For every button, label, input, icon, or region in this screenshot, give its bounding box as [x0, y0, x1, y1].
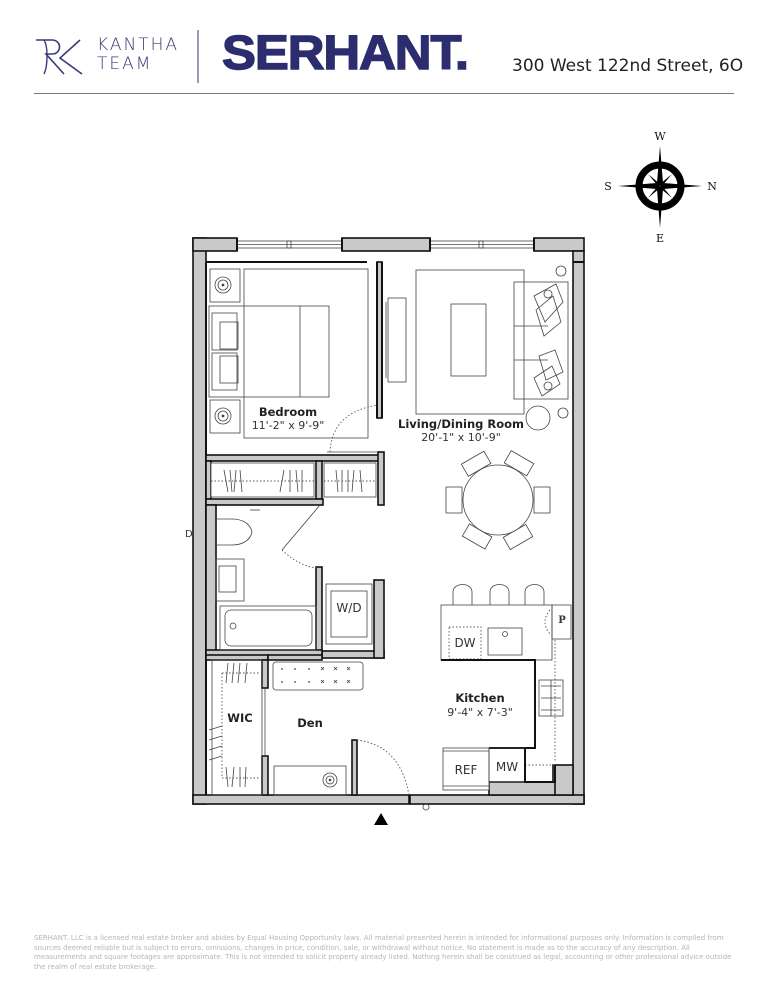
- kitchen-label: Kitchen: [455, 691, 505, 705]
- compass-label-top: W: [654, 130, 666, 143]
- brand-logo: SERHANT.: [221, 27, 469, 80]
- team-name-line2: TEAM: [97, 54, 153, 74]
- closets: [210, 462, 377, 498]
- side-marker: D: [185, 529, 193, 540]
- wic-label: WIC: [227, 711, 253, 725]
- bedroom-dimensions: 11'-2" x 9'-9": [251, 419, 325, 432]
- living-dining-dimensions: 20'-1" x 10'-9": [421, 431, 501, 444]
- living-dining-label: Living/Dining Room: [398, 417, 525, 431]
- entry-arrow-icon: [374, 813, 388, 825]
- bedroom-furniture: [208, 268, 379, 453]
- header-rule: [34, 93, 734, 94]
- bedroom-label: Bedroom: [258, 405, 318, 419]
- team-name: KANTHA TEAM: [97, 36, 179, 74]
- pantry-label: P: [558, 615, 566, 626]
- compass-label-right: N: [707, 180, 717, 193]
- property-address: 300 West 122nd Street, 6O: [512, 56, 744, 76]
- header-divider: [197, 30, 199, 83]
- exterior-walls: [192, 237, 585, 805]
- kitchen-fixtures: [440, 584, 572, 791]
- living-furniture: [385, 265, 569, 431]
- microwave-label: MW: [495, 760, 519, 774]
- kantha-team-logo-icon: [36, 39, 83, 75]
- team-name-line1: KANTHA: [97, 35, 179, 55]
- wic-den-fixtures: [208, 659, 430, 811]
- bathroom: [215, 504, 373, 651]
- refrigerator-label: REF: [454, 763, 478, 777]
- compass-label-bottom: E: [656, 232, 664, 245]
- compass-rose-icon: W S N E: [604, 130, 717, 245]
- legal-disclaimer: SERHANT. LLC is a licensed real estate b…: [34, 934, 732, 971]
- den-label: Den: [297, 716, 323, 730]
- washer-dryer-label: W/D: [336, 601, 362, 615]
- kitchen-dimensions: 9'-4" x 7'-3": [447, 706, 513, 719]
- compass-label-left: S: [604, 180, 612, 193]
- header: KANTHA TEAM SERHANT. 300 West 122nd Stre…: [0, 0, 773, 100]
- dining-set: [445, 450, 551, 551]
- dishwasher-label: DW: [454, 636, 476, 650]
